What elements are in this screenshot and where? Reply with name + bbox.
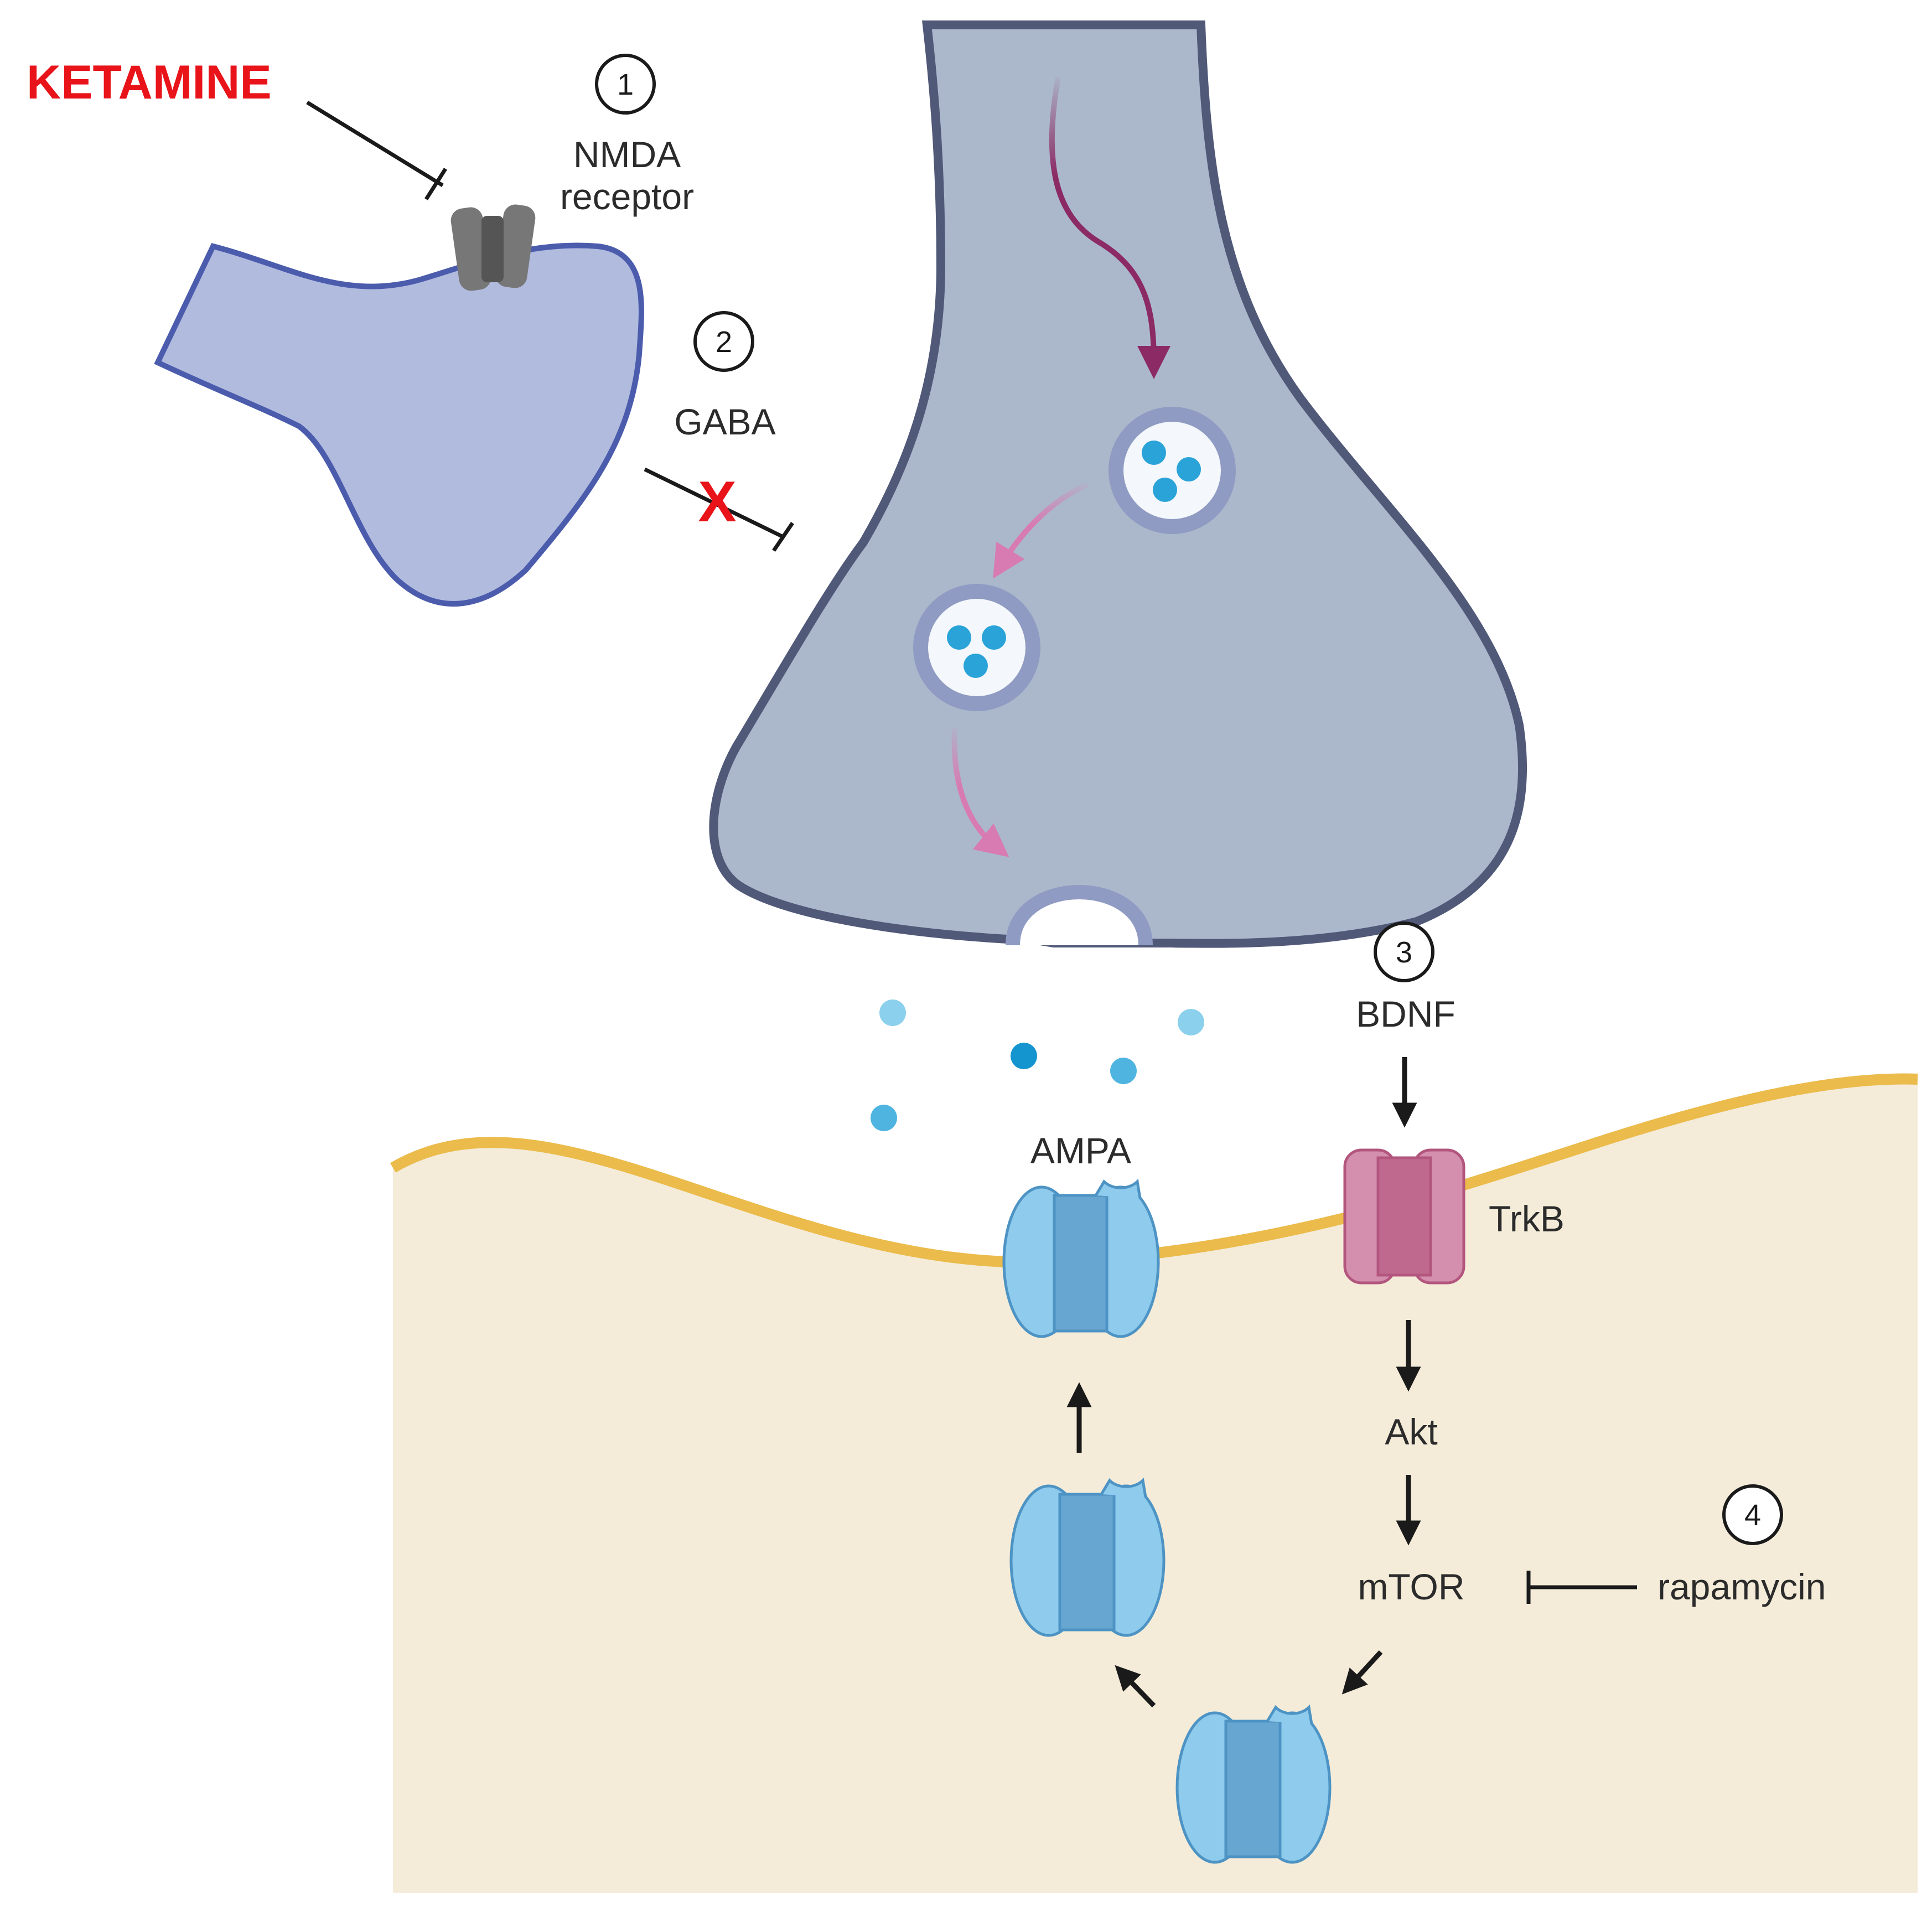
- bdnf-label: BDNF: [1356, 993, 1456, 1034]
- glutamate-molecule: [871, 1105, 897, 1131]
- gaba-label: GABA: [674, 401, 775, 442]
- glutamate-molecule: [1178, 1009, 1204, 1035]
- nmda-label-line1: NMDA: [573, 134, 681, 175]
- step-4-number: 4: [1744, 1499, 1761, 1532]
- postsynaptic-cytoplasm: [393, 1079, 1918, 1893]
- glutamate-molecule: [1153, 478, 1177, 502]
- glutamate-molecule: [1011, 1043, 1037, 1069]
- ketamine-inhibition-line: [306, 101, 447, 200]
- ketamine-label: KETAMINE: [27, 56, 272, 109]
- step-2-badge: [693, 311, 754, 372]
- rapamycin-label: rapamycin: [1658, 1566, 1826, 1607]
- step-2-number: 2: [716, 325, 732, 359]
- vesicle-trafficking-arrow: [951, 727, 1009, 857]
- glutamate-molecule: [1177, 457, 1201, 481]
- glutamate-molecule: [947, 625, 971, 650]
- rapamycin-inhibition-line: [1526, 1571, 1637, 1604]
- nmda-receptor: [450, 204, 536, 291]
- akt-label: Akt: [1385, 1411, 1437, 1452]
- step-3-badge: [1374, 921, 1434, 982]
- mtor-to-ampa-synthesis-arrow: [1341, 1650, 1383, 1695]
- gaba-inhibition-line: [644, 467, 794, 552]
- step-3-number: 3: [1396, 936, 1412, 969]
- nmda-label-line2: receptor: [560, 176, 694, 217]
- step-1-number: 1: [617, 68, 634, 101]
- gaba-blocked-mark: X: [698, 470, 736, 534]
- glutamate-molecule: [1142, 441, 1166, 465]
- synaptic-vesicle: [1109, 407, 1236, 534]
- released-glutamate: [871, 999, 1204, 1131]
- synaptic-vesicle: [913, 584, 1040, 711]
- ampa-receptor-membrane: [1002, 1178, 1160, 1338]
- vesicle-trafficking-arrow: [1049, 77, 1170, 379]
- postsynaptic-membrane: [390, 1073, 1918, 1268]
- vesicle-trafficking-arrow: [993, 481, 1089, 579]
- fusing-vesicle: [996, 885, 1173, 970]
- glutamate-molecule: [879, 999, 906, 1026]
- glutamate-molecule: [964, 654, 988, 678]
- glutamate-molecule: [1110, 1058, 1137, 1084]
- mtor-label: mTOR: [1358, 1566, 1464, 1607]
- ampa-receptor-transit: [1009, 1477, 1166, 1637]
- ampa-receptor-new: [1175, 1704, 1332, 1864]
- ampa-label: AMPA: [1030, 1130, 1131, 1171]
- glutamate-molecule: [982, 625, 1006, 650]
- postsynaptic-cell: [390, 1073, 1918, 1893]
- trkb-label: TrkB: [1489, 1198, 1565, 1239]
- step-4-badge: [1722, 1484, 1783, 1545]
- ampa-trafficking-arrow-1: [1115, 1665, 1156, 1708]
- gaba-interneuron: [154, 242, 644, 607]
- trkb-receptor: [1343, 1148, 1465, 1285]
- step-1-badge: [595, 54, 656, 115]
